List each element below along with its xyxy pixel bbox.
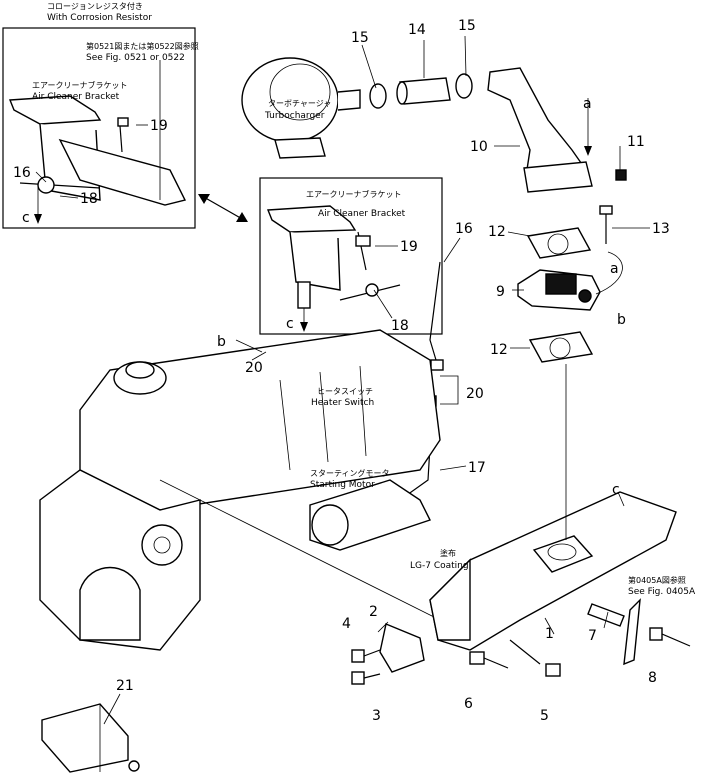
bolt-4 (351, 649, 381, 663)
callout-15-left: 15 (351, 30, 369, 46)
callout-19-detail: 19 (400, 239, 418, 255)
pin-7 (587, 603, 625, 627)
letter-b-engine: b (217, 334, 226, 350)
callout-20-right: 20 (466, 386, 484, 402)
callout-5: 5 (540, 708, 549, 724)
intake-elbow (487, 67, 593, 193)
turbocharger-label-en: Turbocharger (264, 111, 325, 121)
detail-bracket-label-en: Air Cleaner Bracket (318, 209, 406, 219)
coating-label-en: LG-7 Coating (410, 561, 469, 571)
callout-18-detail: 18 (391, 318, 409, 334)
callout-2: 2 (369, 604, 378, 620)
letter-c-detail: c (286, 316, 294, 332)
fig-ref-label-en: See Fig. 0521 or 0522 (86, 53, 185, 63)
engine-block (39, 329, 441, 651)
hose-and-clamps (369, 73, 473, 109)
callout-7: 7 (588, 628, 597, 644)
starting-motor-label-en: Starting Motor (310, 480, 375, 490)
callout-19-inset: 19 (150, 118, 168, 134)
callout-16-main: 16 (455, 221, 473, 237)
letter-a-sensor: a (610, 261, 619, 277)
corrosion-label-jp: コロージョンレジスタ付き (47, 1, 143, 11)
turbocharger-label-jp: ターボチャージャ (268, 99, 331, 108)
coating-label-jp: 塗布 (440, 548, 456, 558)
callout-14: 14 (408, 22, 426, 38)
intake-manifold (429, 364, 677, 651)
bolt-6 (469, 651, 509, 669)
bolt-5 (509, 639, 561, 677)
bolt-11 (615, 169, 627, 181)
callout-4: 4 (342, 616, 351, 632)
callout-9: 9 (496, 284, 505, 300)
callout-3: 3 (372, 708, 381, 724)
gasket-lower (528, 331, 594, 363)
letter-a-elbow: a (583, 96, 592, 112)
corrosion-resistor-inset (2, 27, 196, 229)
letter-c-manifold: c (612, 482, 620, 498)
heater-switch-label-jp: ヒータスイッチ (317, 387, 373, 396)
inset-bracket-label-jp: エアークリーナブラケット (32, 80, 128, 90)
bolt-3 (351, 671, 381, 685)
callout-15-right: 15 (458, 18, 476, 34)
callout-12-lower: 12 (490, 342, 508, 358)
callout-10: 10 (470, 139, 488, 155)
fig-ref-label-jp: 第0521図または第0522図参照 (86, 41, 199, 51)
starting-motor-label-jp: スターティングモータ (310, 468, 390, 478)
corrosion-label-en: With Corrosion Resistor (47, 13, 152, 23)
double-arrow-icon (198, 194, 248, 222)
callout-1: 1 (545, 626, 554, 642)
fig0405-label-en: See Fig. 0405A (628, 587, 696, 597)
callout-8: 8 (648, 670, 657, 686)
air-cleaner-bracket-detail (259, 177, 443, 335)
leader-lines (35, 35, 650, 725)
detail-bracket-label-jp: エアークリーナブラケット (306, 189, 402, 199)
gasket-upper (526, 227, 592, 259)
callout-11: 11 (627, 134, 645, 150)
callout-20-left: 20 (245, 360, 263, 376)
turbocharger (241, 57, 361, 159)
callout-13: 13 (652, 221, 670, 237)
callout-18-inset: 18 (80, 191, 98, 207)
callout-numbers: 1 2 3 4 5 6 7 8 9 10 11 12 12 13 14 15 1… (13, 18, 670, 724)
letter-b-heater: b (617, 312, 626, 328)
callout-16-inset: 16 (13, 165, 31, 181)
bolt-13 (599, 205, 613, 244)
heater-block (517, 251, 623, 311)
heater-switch-label-en: Heater Switch (311, 398, 374, 408)
callout-12-upper: 12 (488, 224, 506, 240)
callout-17: 17 (468, 460, 486, 476)
starting-motor (309, 479, 431, 551)
fig0405-label-jp: 第0405A図参照 (628, 575, 686, 585)
plate-2 (379, 623, 425, 673)
callout-21: 21 (116, 678, 134, 694)
bolt-8 (623, 598, 691, 666)
component-21 (41, 703, 140, 773)
reference-letters: a a b b c c c (22, 96, 626, 498)
letter-c-inset: c (22, 210, 30, 226)
callout-6: 6 (464, 696, 473, 712)
inset-bracket-label-en: Air Cleaner Bracket (32, 92, 120, 102)
